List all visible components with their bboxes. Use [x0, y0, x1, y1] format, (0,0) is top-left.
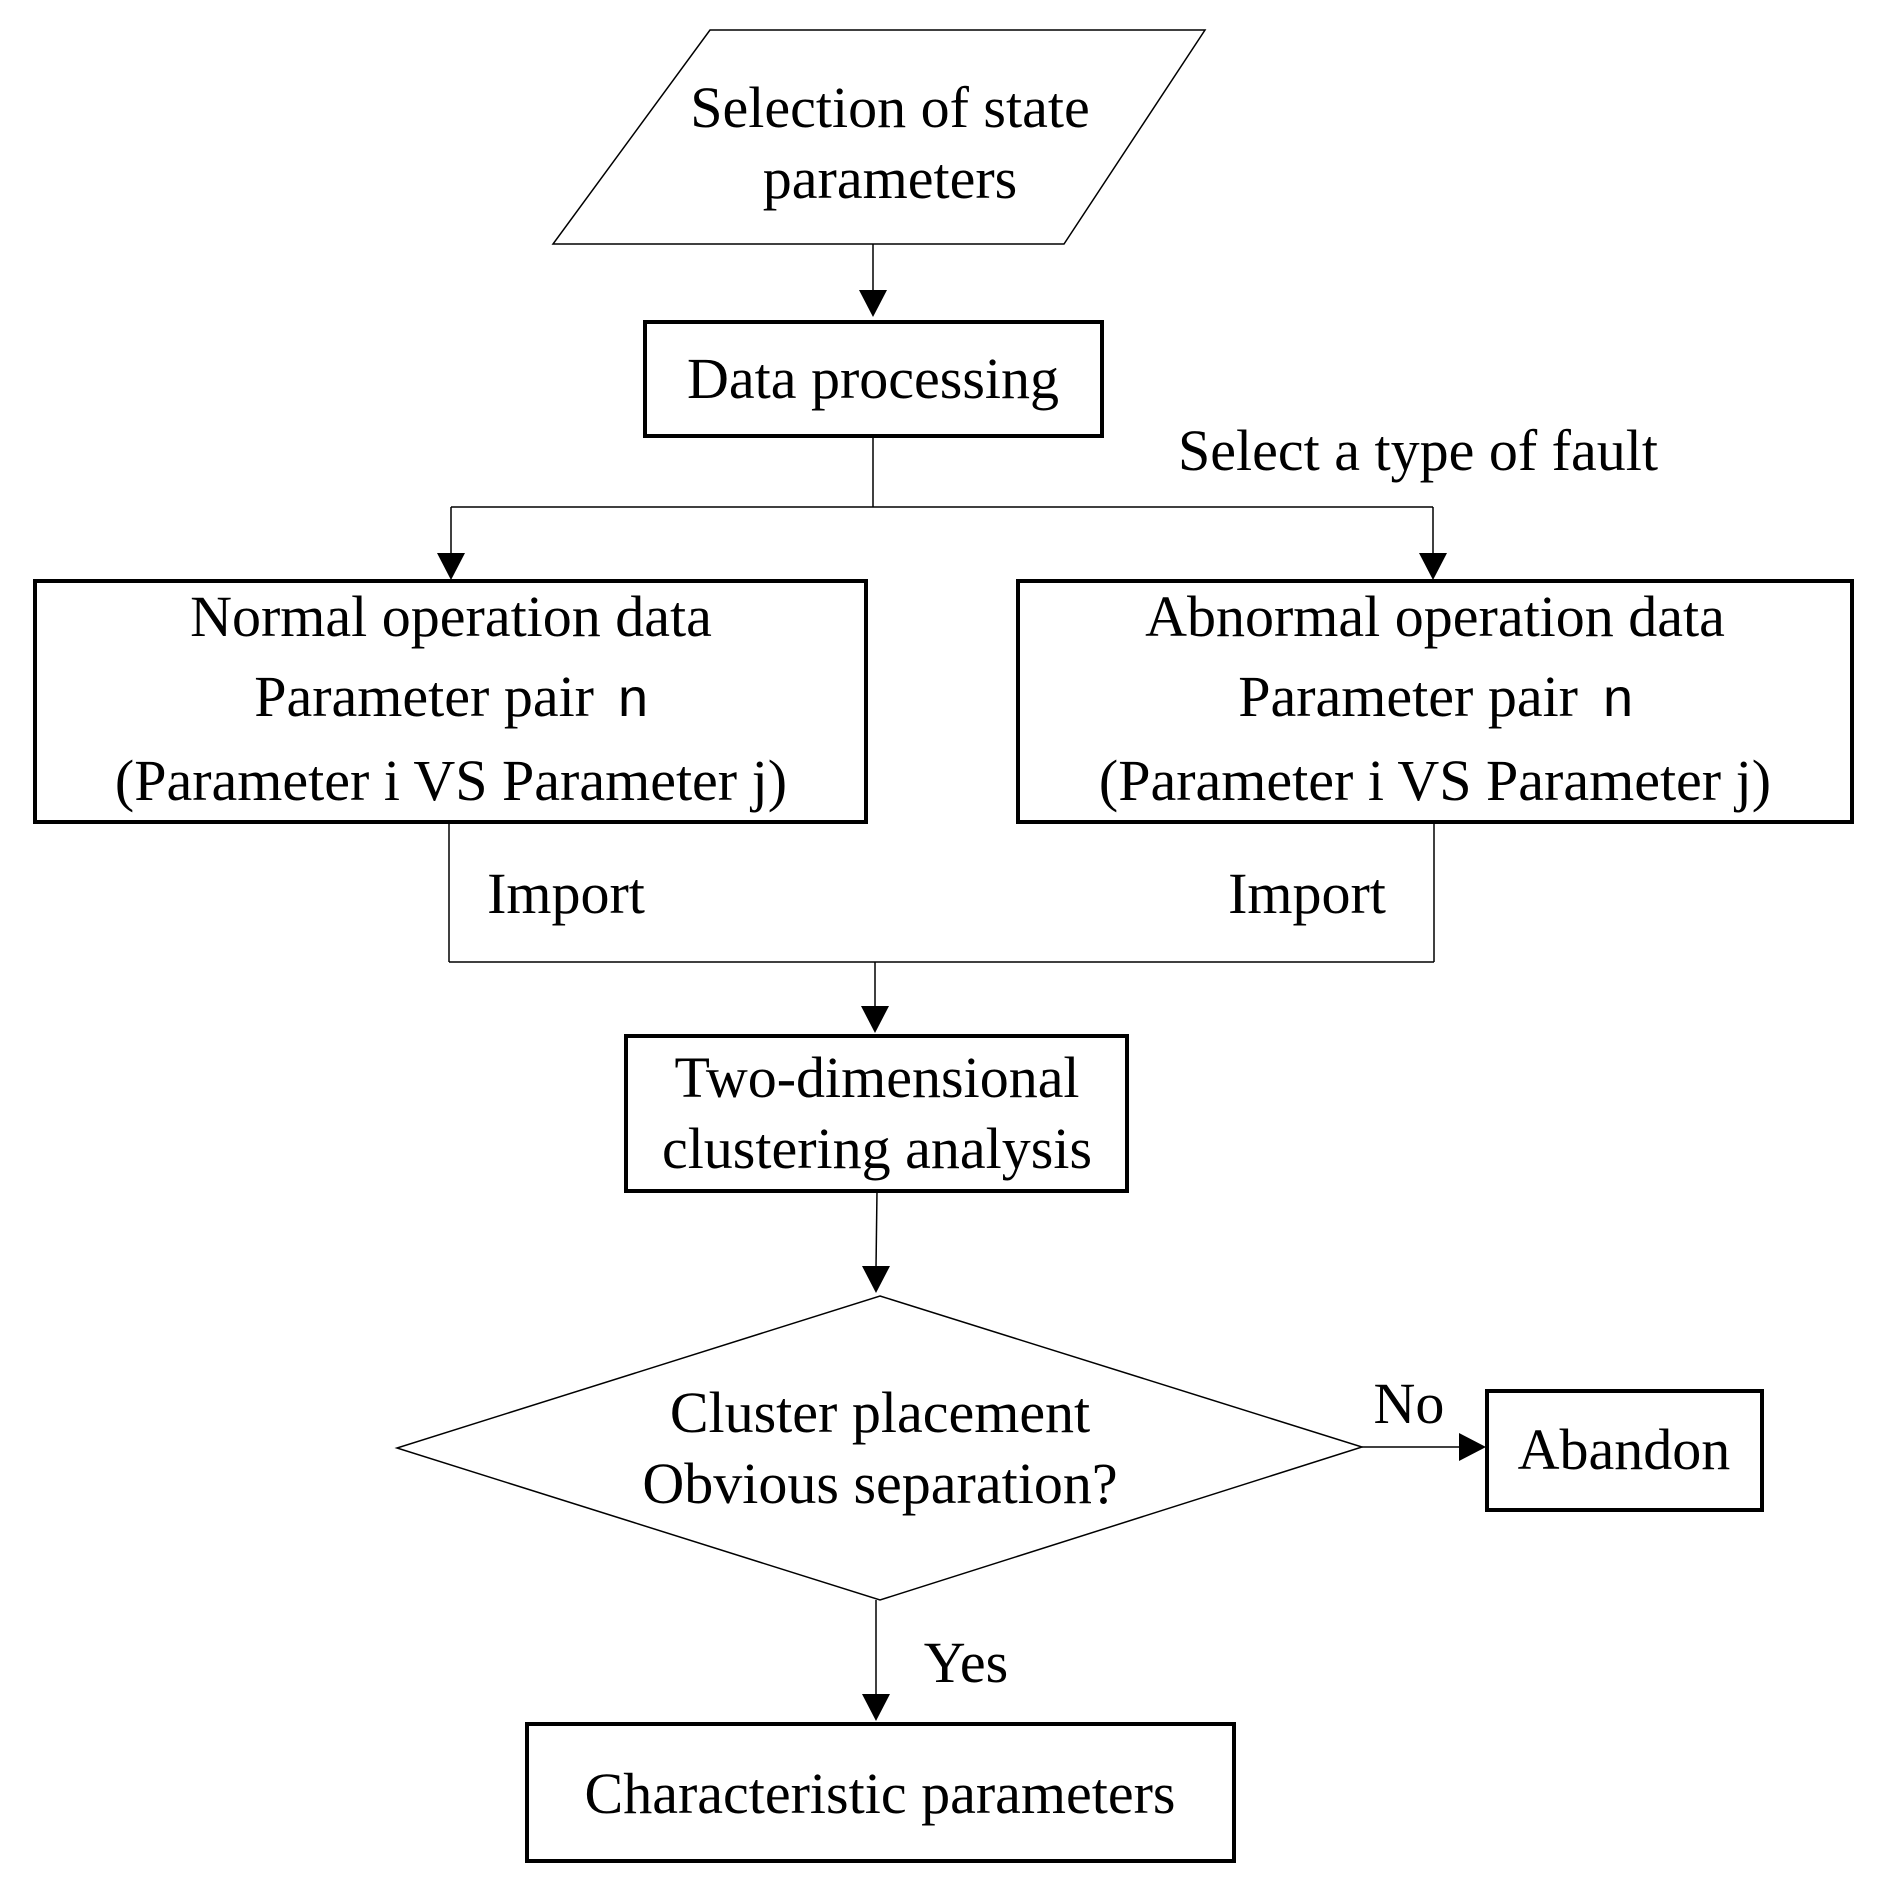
edge-label-import-right: Import: [1228, 861, 1386, 926]
data-processing-label: Data processing: [687, 346, 1059, 411]
abandon-box: [1485, 1389, 1764, 1512]
abandon-label: Abandon: [1518, 1417, 1731, 1482]
clustering-box: [624, 1034, 1129, 1193]
arrowhead-characteristic: [862, 1694, 890, 1721]
node-state-parameters: Selection of state parameters: [551, 29, 1207, 245]
edge-label-no: No: [1374, 1371, 1445, 1436]
node-abandon: Abandon: [1485, 1389, 1764, 1512]
decision-diamond: [394, 1295, 1365, 1601]
arrowhead-abnormal: [1419, 553, 1447, 580]
clustering-line-2: clustering analysis: [662, 1116, 1092, 1181]
state-params-line-2: parameters: [763, 146, 1017, 211]
normal-data-line-2: Parameter pair: [254, 664, 594, 729]
arrowhead-decision: [862, 1266, 890, 1293]
edge-label-yes: Yes: [924, 1630, 1008, 1695]
state-params-line-1: Selection of state: [690, 75, 1089, 140]
parallelogram-shape: [551, 29, 1207, 245]
normal-data-line-1: Normal operation data: [190, 584, 712, 649]
abnormal-data-box: [1016, 579, 1854, 824]
clustering-line-1: Two-dimensional: [674, 1045, 1079, 1110]
node-decision: Cluster placement Obvious separation?: [394, 1295, 1365, 1601]
connectors: [437, 244, 1486, 1721]
abnormal-data-line-2: Parameter pair: [1238, 664, 1578, 729]
node-data-processing: Data processing: [643, 320, 1104, 438]
edge-label-select-fault: Select a type of fault: [1178, 418, 1658, 483]
arrowhead-processing: [859, 290, 887, 317]
decision-line-2: Obvious separation?: [642, 1451, 1117, 1516]
node-clustering: Two-dimensional clustering analysis: [624, 1034, 1129, 1193]
arrowhead-abandon: [1459, 1433, 1486, 1461]
node-characteristic: Characteristic parameters: [525, 1722, 1236, 1863]
node-normal-data: Normal operation data Parameter pair n (…: [33, 579, 868, 824]
normal-pair-symbol: n: [618, 668, 648, 728]
abnormal-pair-symbol: n: [1603, 668, 1633, 728]
connector-clustering-to-decision: [875, 1190, 878, 1269]
decision-line-1: Cluster placement: [670, 1380, 1090, 1445]
normal-data-box: [33, 579, 868, 824]
node-abnormal-data: Abnormal operation data Parameter pair n…: [1016, 579, 1854, 824]
data-processing-box: [643, 320, 1104, 438]
characteristic-box: [525, 1722, 1236, 1863]
arrowhead-clustering: [861, 1006, 889, 1033]
characteristic-label: Characteristic parameters: [585, 1761, 1176, 1826]
edge-label-import-left: Import: [487, 861, 645, 926]
normal-data-line-3: (Parameter i VS Parameter j): [115, 748, 787, 813]
abnormal-data-line-1: Abnormal operation data: [1145, 584, 1725, 649]
arrowhead-normal: [437, 553, 465, 580]
abnormal-data-line-3: (Parameter i VS Parameter j): [1099, 748, 1771, 813]
